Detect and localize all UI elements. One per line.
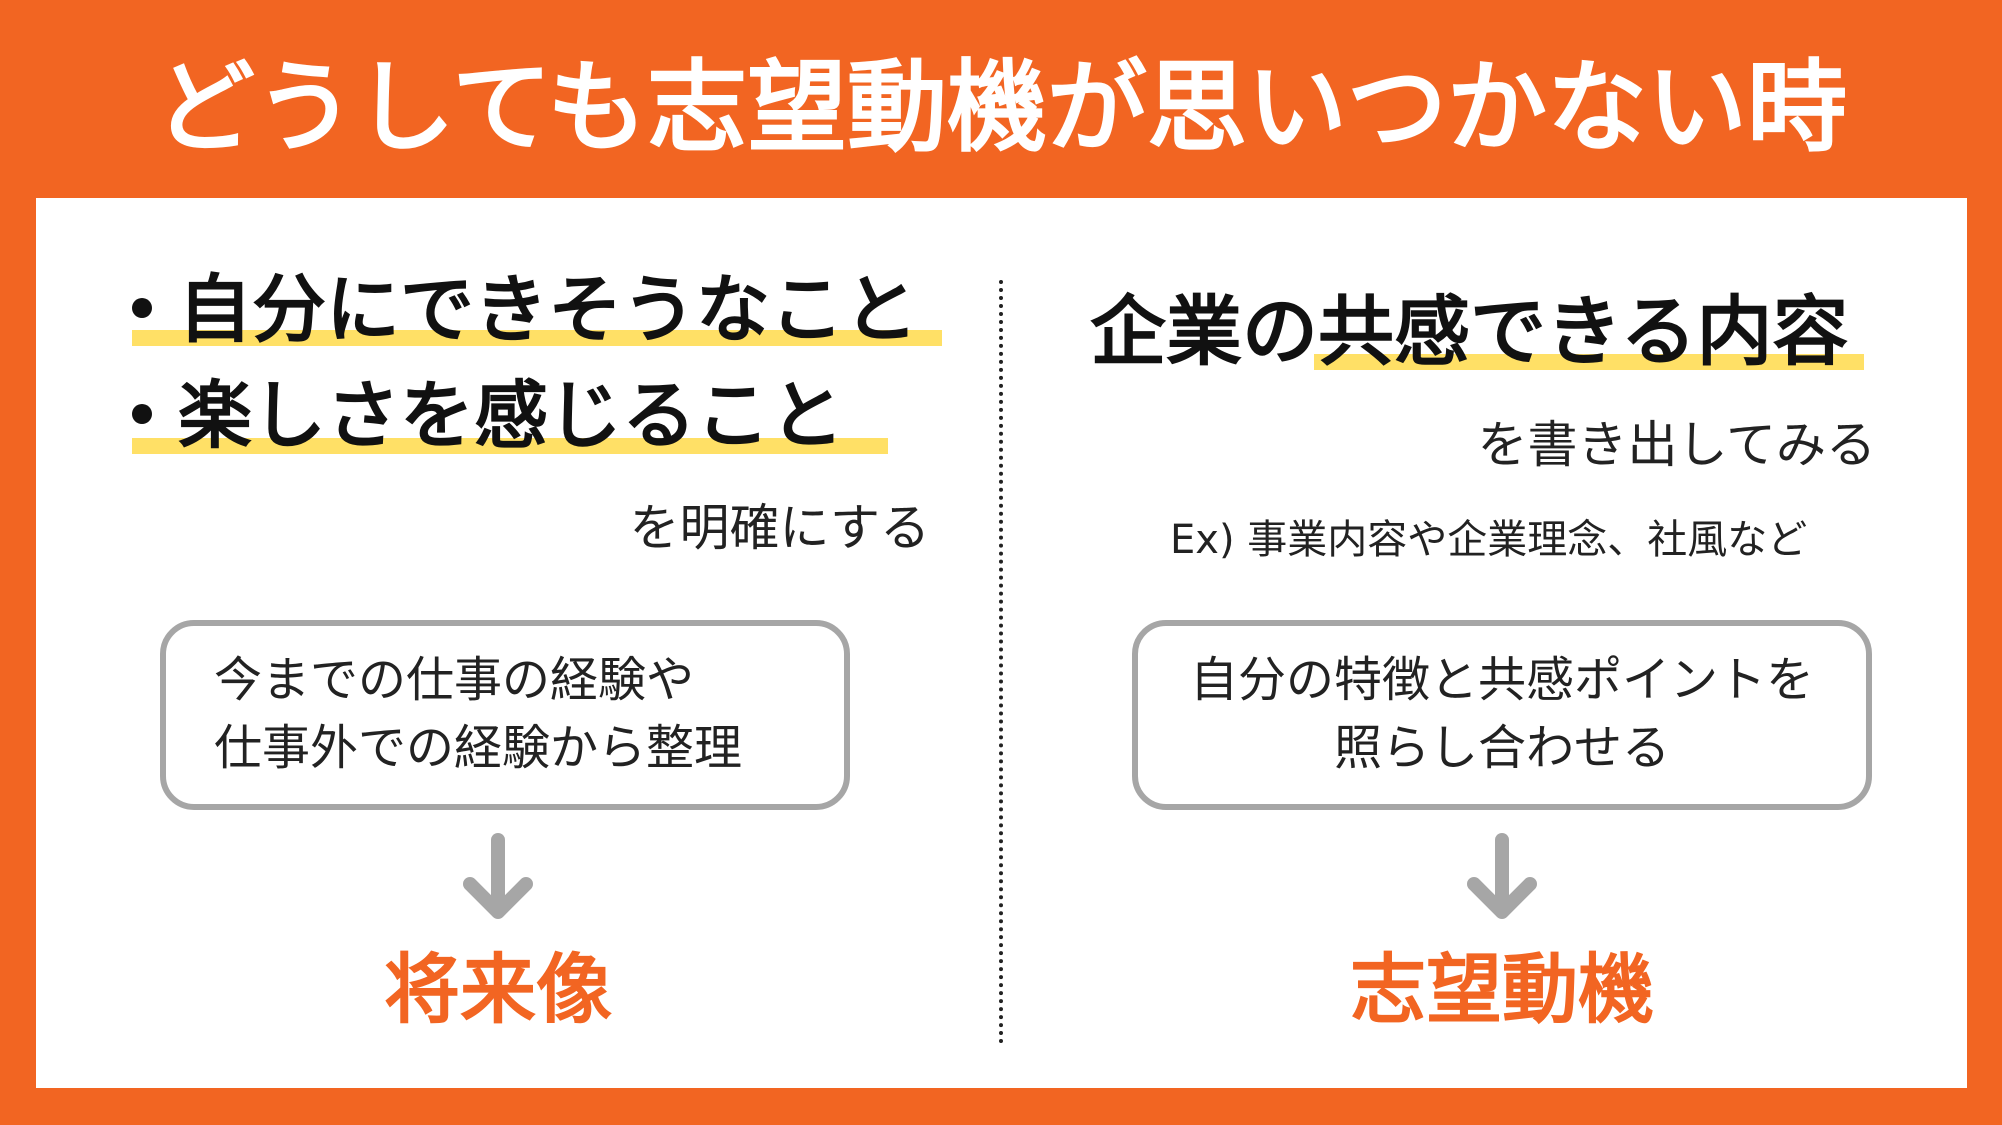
heading-highlight <box>1314 354 1864 370</box>
bullet-item-2-text: 楽しさを感じること <box>178 373 844 459</box>
right-subtext: を書き出してみる <box>1477 416 1877 474</box>
bullet-item-1: 自分にできそうなこと <box>132 260 918 360</box>
right-result: 志望動機 <box>1350 945 1654 1034</box>
content-panel: 自分にできそうなこと 楽しさを感じること を明確にする 今までの仕事の経験や 仕… <box>36 198 1967 1088</box>
arrow-down-icon <box>463 833 533 919</box>
bullet-dot-icon <box>132 298 152 319</box>
page-title: どうしても志望動機が思いつかない時 <box>155 49 1847 166</box>
column-divider <box>999 280 1003 1044</box>
left-box-line-2: 仕事外での経験から整理 <box>214 720 743 776</box>
left-box <box>160 620 850 810</box>
bullet-1-highlight <box>132 330 942 346</box>
right-example: Ex) 事業内容や企業理念、社風など <box>1170 517 1808 563</box>
bullet-item-2: 楽しさを感じること <box>132 366 844 466</box>
bullet-dot-icon <box>132 404 152 425</box>
left-result: 将来像 <box>384 945 612 1034</box>
arrow-down-icon <box>1467 833 1537 919</box>
right-box-line-2: 照らし合わせる <box>1333 720 1670 776</box>
left-box-line-1: 今までの仕事の経験や <box>214 652 695 708</box>
bullet-item-1-text: 自分にできそうなこと <box>178 267 918 353</box>
right-box <box>1132 620 1872 810</box>
right-heading: 企業の共感できる内容 <box>1090 287 1849 376</box>
right-box-line-1: 自分の特徴と共感ポイントを <box>1189 652 1814 708</box>
left-subtext: を明確にする <box>629 499 931 557</box>
bullet-2-highlight <box>132 438 888 454</box>
